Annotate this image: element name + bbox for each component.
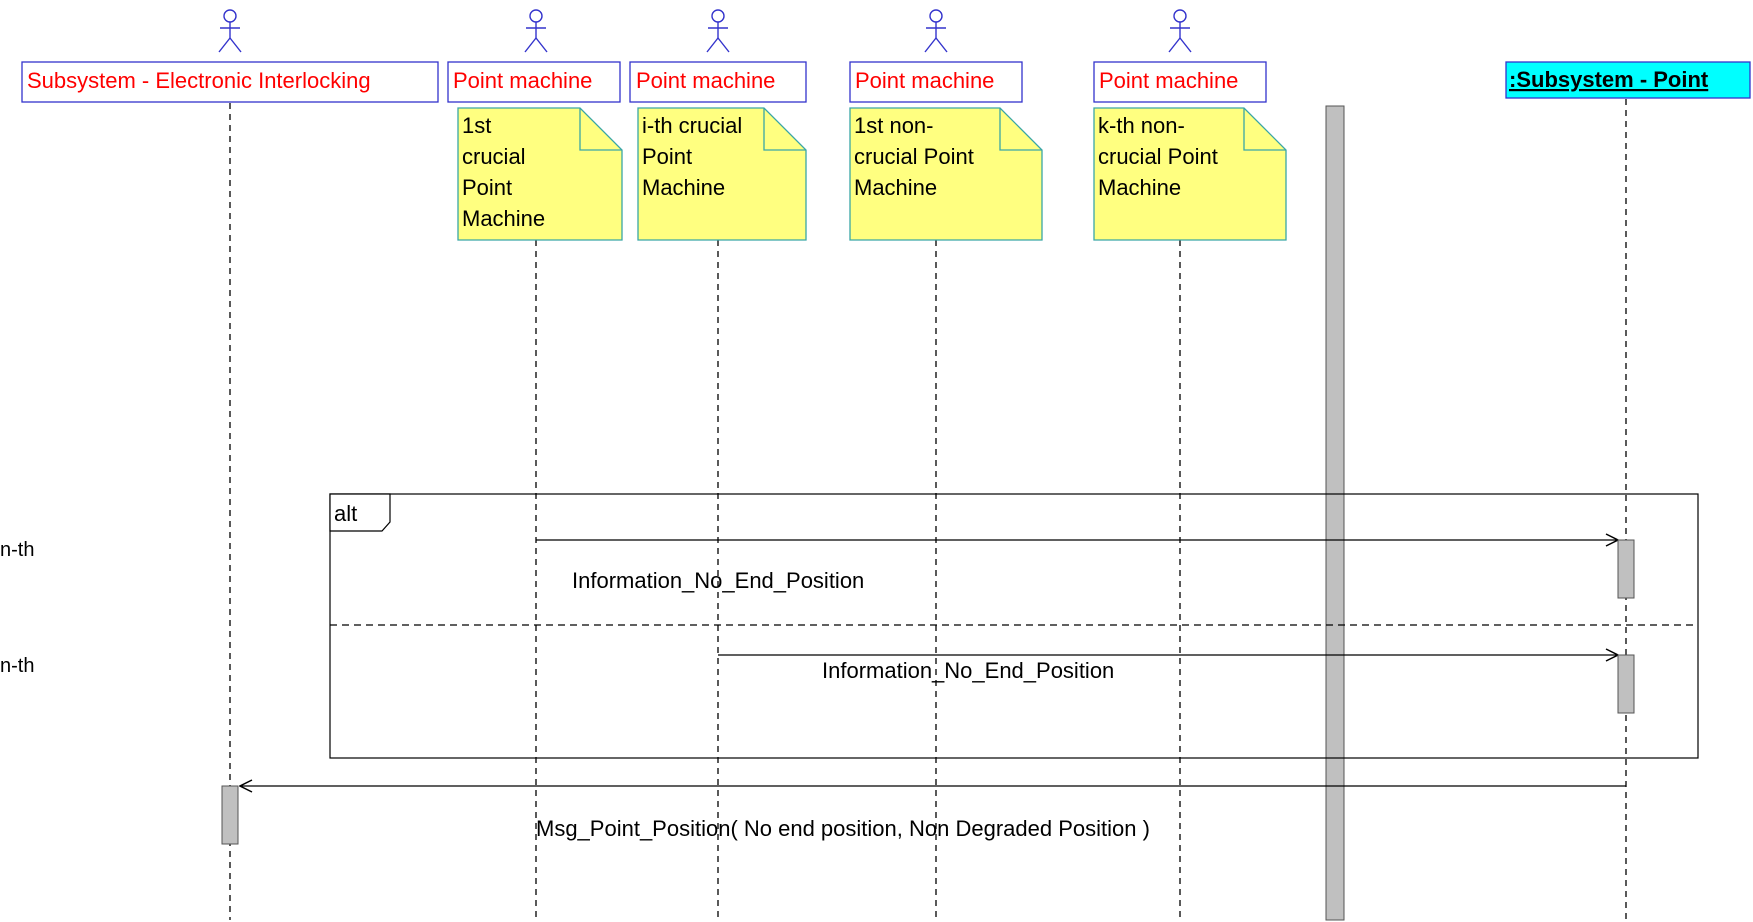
actor-figure-icon [706,9,730,53]
note-line: 1st [462,113,491,138]
note-line: Point [642,144,692,169]
activation-bar [1617,539,1635,599]
note-box [849,107,1043,241]
note-line: crucial [462,144,526,169]
activation-bar [221,785,239,845]
actor-box-point-machine-4[interactable] [1093,61,1267,103]
lifelines [229,88,1627,920]
note-fold [763,108,806,151]
actor-box-point-machine-3[interactable] [849,61,1023,103]
alt-fragment: alt [329,493,1699,759]
note-line: 1st non- [854,113,934,138]
messages: Information_No_End_Position Information_… [240,540,1626,841]
actor-box-point-machine-2[interactable] [629,61,807,103]
side-label: n-th [0,655,34,677]
subsystem-point-box[interactable] [1505,61,1751,99]
actor-label-electronic-interlocking: Subsystem - Electronic Interlocking [27,68,371,93]
note-line: crucial Point [854,144,974,169]
actor-box-point-machine-1[interactable] [447,61,621,103]
message-label: Information_No_End_Position [572,568,864,593]
actor-boxes: Subsystem - Electronic Interlocking Poin… [21,61,1267,103]
alt-fragment-tag [329,493,391,532]
actor-figure-icon [524,9,548,53]
note-line: Machine [462,206,545,231]
note-line: Machine [642,175,725,200]
side-label: n-th [0,539,34,561]
activation-bar [1617,654,1635,714]
note-line: i-th crucial [642,113,742,138]
actor-figure-icon [218,9,242,53]
note-line: Machine [1098,175,1181,200]
note-box [1093,107,1287,241]
note-line: Point [462,175,512,200]
actor-label-point-machine-3: Point machine [855,68,994,93]
note-fold [579,108,622,151]
actor-label-point-machine-1: Point machine [453,68,592,93]
message-label: Msg_Point_Position( No end position, Non… [536,816,1150,841]
actor-figure-icon [924,9,948,53]
actor-figure-icon [1168,9,1192,53]
message-label: Information_No_End_Position [822,658,1114,683]
alt-operator-label: alt [334,501,357,526]
actor-label-point-machine-4: Point machine [1099,68,1238,93]
notes: 1st crucial Point Machine i-th crucial P… [457,107,1287,241]
actor-figures [218,9,1192,53]
note-line: Machine [854,175,937,200]
note-box [457,107,623,241]
subsystem-point-label: :Subsystem - Point [1509,67,1709,92]
note-fold [1243,108,1286,151]
alt-fragment-frame [329,493,1699,759]
actor-box-electronic-interlocking[interactable] [21,61,439,103]
actor-label-point-machine-2: Point machine [636,68,775,93]
activations [221,539,1635,845]
note-fold [999,108,1042,151]
note-line: crucial Point [1098,144,1218,169]
note-line: k-th non- [1098,113,1185,138]
vertical-grey-bar [1325,105,1345,921]
